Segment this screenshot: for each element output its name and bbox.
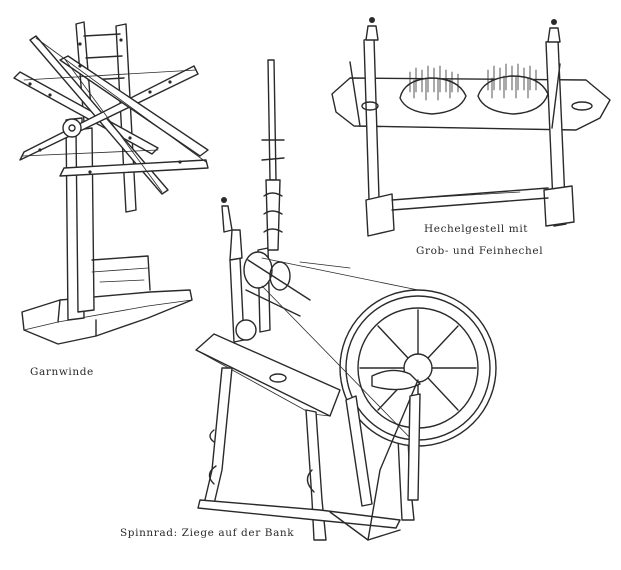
spinnrad-drawing bbox=[195, 59, 497, 541]
caption-garnwinde: Garnwinde bbox=[30, 366, 94, 378]
caption-hechelgestell-line-2: Grob- und Feinhechel bbox=[416, 245, 544, 257]
caption-hechelgestell-line-1: Hechelgestell mit bbox=[424, 223, 529, 235]
garnwinde-drawing bbox=[13, 21, 209, 345]
caption-spinnrad: Spinnrad: Ziege auf der Bank bbox=[120, 527, 295, 539]
hechelgestell-drawing bbox=[331, 17, 611, 237]
